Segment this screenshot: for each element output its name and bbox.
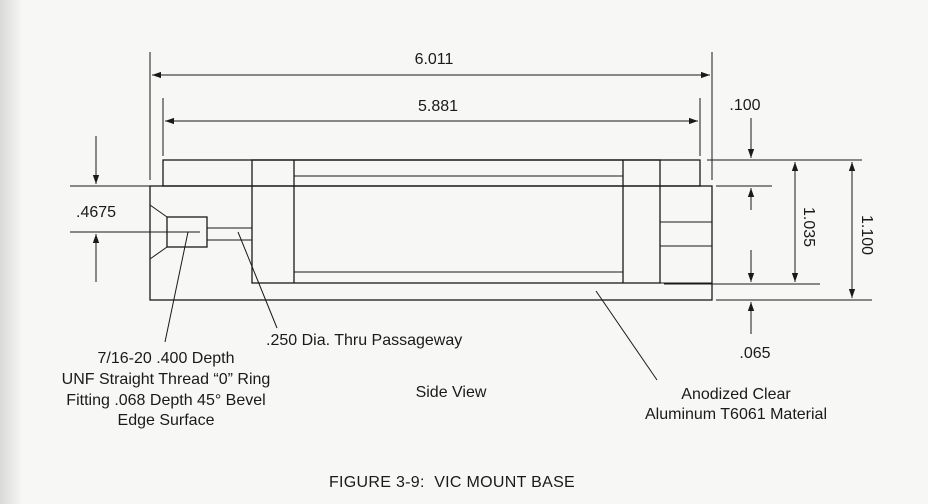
scan-shadow <box>0 0 22 504</box>
bottom-step-value: .065 <box>739 345 770 362</box>
overall-height-value: 1.100 <box>858 215 875 255</box>
passageway-label: .250 Dia. Thru Passageway <box>266 332 462 349</box>
port-height-value: .4675 <box>76 204 116 221</box>
material-line-1: Anodized Clear <box>681 386 791 403</box>
inner-section <box>251 159 661 284</box>
thread-callout: 7/16-20 .400 Depth UNF Straight Thread “… <box>62 350 271 429</box>
thread-line-3: Fitting .068 Depth 45° Bevel <box>66 392 265 409</box>
mount-base-body <box>149 159 713 301</box>
dimension-bottom-step: .065 <box>664 250 872 362</box>
thread-line-4: Edge Surface <box>118 412 215 429</box>
bevel-top <box>149 204 168 218</box>
main-body <box>149 185 713 301</box>
top-step-value: .100 <box>729 97 760 114</box>
material-callout: Anodized Clear Aluminum T6061 Material <box>645 386 827 423</box>
dimension-port-height: .4675 <box>70 136 150 282</box>
dimension-top-step: .100 <box>707 97 862 210</box>
view-label: Side View <box>416 384 487 401</box>
leader-material <box>595 290 658 381</box>
dimension-overall-height: 1.100 <box>848 162 875 298</box>
dimension-inner-height: 1.035 <box>791 162 817 282</box>
inner-length-value: 5.881 <box>418 98 458 115</box>
threaded-port <box>149 204 252 260</box>
leader-thread <box>164 231 189 343</box>
overall-length-value: 6.011 <box>415 51 454 68</box>
material-line-2: Aluminum T6061 Material <box>645 406 827 423</box>
inner-height-value: 1.035 <box>800 207 817 247</box>
dimension-overall-length: 6.011 <box>149 51 713 180</box>
thread-line-1: 7/16-20 .400 Depth <box>98 350 235 367</box>
bevel-bottom <box>149 246 168 260</box>
top-band <box>162 159 701 187</box>
dimension-inner-length: 5.881 <box>162 98 701 156</box>
figure-caption: FIGURE 3-9: VIC MOUNT BASE <box>329 474 575 491</box>
leader-passageway <box>237 231 278 329</box>
thread-line-2: UNF Straight Thread “0” Ring <box>62 371 271 388</box>
